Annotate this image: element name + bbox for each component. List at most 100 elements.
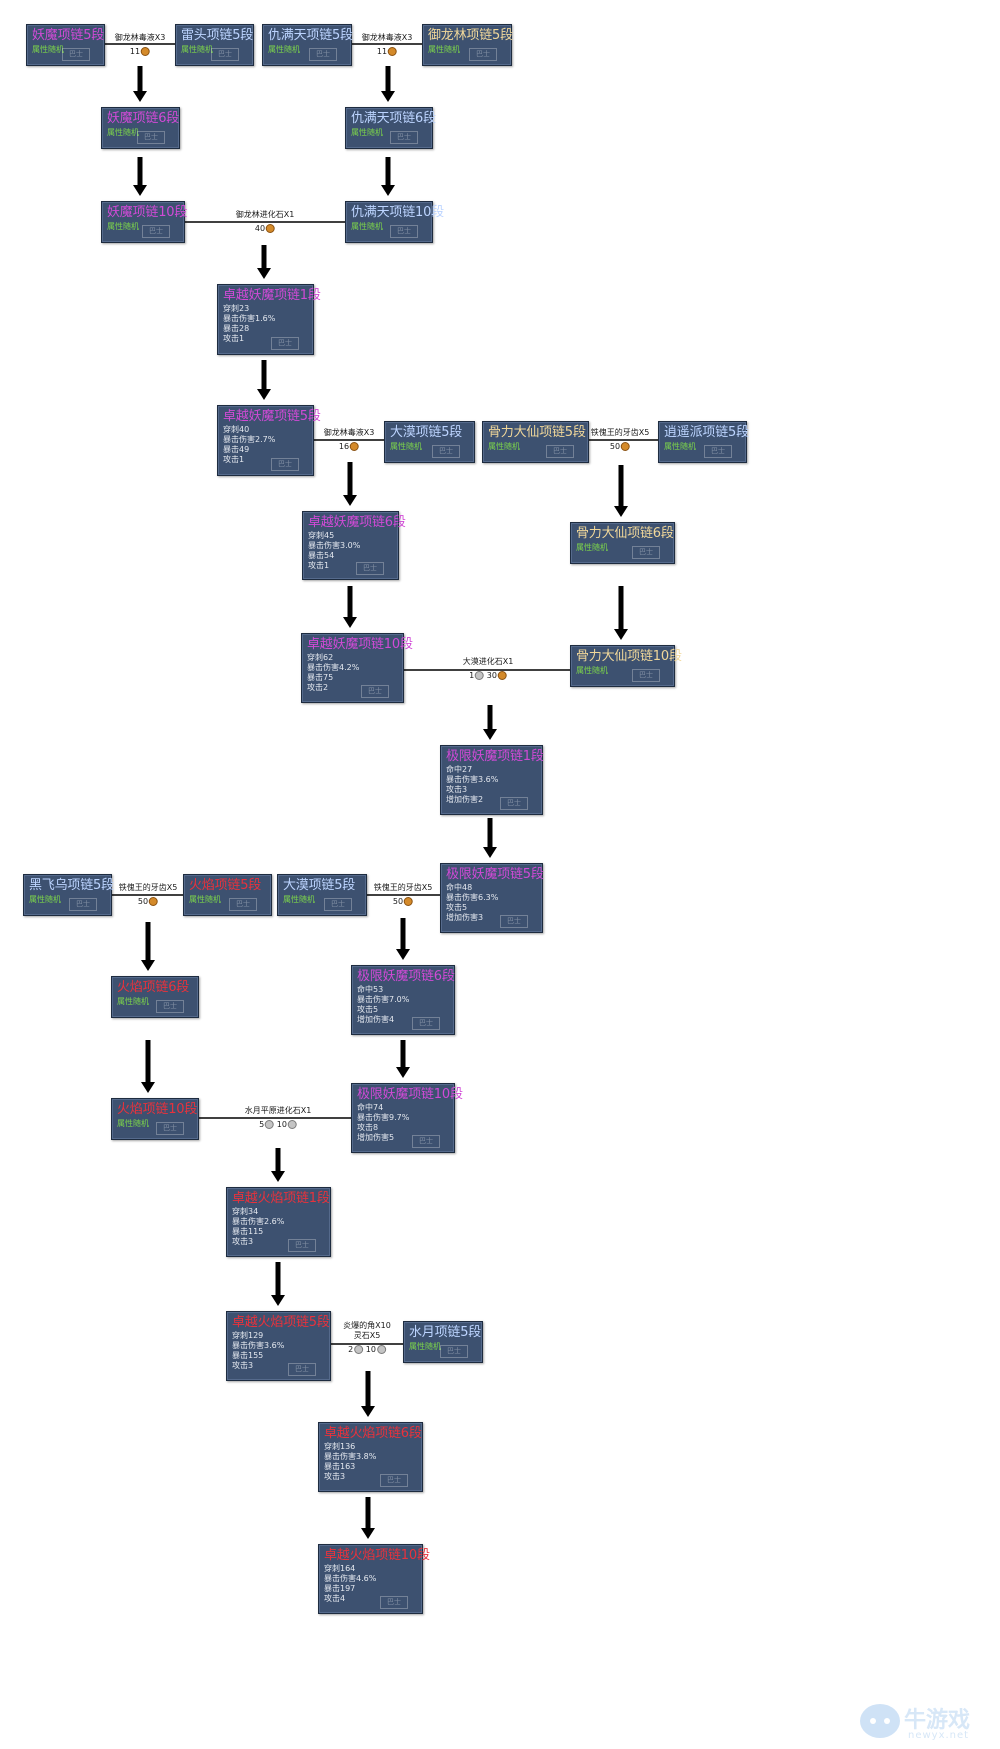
node-n5: 妖魔项链6段属性随机巴士 [101, 107, 180, 149]
node-attribute-note: 属性随机 [428, 45, 460, 54]
node-attribute-note: 属性随机 [117, 1119, 149, 1128]
node-attribute-note: 属性随机 [189, 895, 221, 904]
node-n1: 妖魔项链5段属性随机巴士 [26, 24, 105, 66]
node-title: 仇满天项链6段 [351, 111, 436, 126]
node-attribute-note: 属性随机 [351, 222, 383, 231]
node-n13: 逍遥派项链5段属性随机巴士 [658, 421, 749, 463]
gold-coin-icon [388, 47, 398, 56]
node-stat: 攻击5 [357, 1005, 379, 1014]
cost-value: 11 [376, 47, 388, 56]
cost-line: 40 [236, 224, 295, 234]
material-text: 御龙林毒液X3 [323, 428, 375, 437]
down-arrow-icon [483, 705, 497, 740]
node-stat: 增加伤害4 [357, 1015, 395, 1024]
node-attribute-note: 属性随机 [29, 895, 61, 904]
node-stat: 暴击28 [223, 324, 250, 333]
silver-coin-icon [354, 1345, 364, 1354]
material-text: 御龙林毒液X3 [114, 33, 166, 42]
node-stat: 命中48 [446, 883, 473, 892]
down-arrow-icon [257, 360, 271, 400]
cow-logo-icon [860, 1704, 900, 1738]
node-attribute-note: 属性随机 [576, 543, 608, 552]
seal-watermark-icon: 巴士 [142, 225, 170, 238]
node-title: 妖魔项链5段 [32, 28, 105, 43]
seal-watermark-icon: 巴士 [309, 48, 337, 61]
node-attribute-note: 属性随机 [117, 997, 149, 1006]
node-title: 卓越火焰项链1段 [232, 1191, 330, 1206]
node-attribute-note: 属性随机 [107, 222, 139, 231]
node-title: 火焰项链10段 [117, 1102, 198, 1117]
node-stat: 暴击伤害1.6% [223, 314, 276, 323]
gold-coin-icon [141, 47, 151, 56]
node-stat: 暴击伤害4.6% [324, 1574, 377, 1583]
cost-value-a: 2 [348, 1345, 354, 1354]
down-arrow-icon [133, 157, 147, 196]
watermark-url: newyx.net [908, 1730, 970, 1741]
node-stat: 暴击54 [308, 551, 335, 560]
node-title: 骨力大仙项链10段 [576, 649, 682, 664]
node-n12: 骨力大仙项链5段属性随机巴士 [482, 421, 589, 463]
seal-watermark-icon: 巴士 [271, 337, 299, 350]
down-arrow-icon [614, 465, 628, 517]
node-title: 雷头项链5段 [181, 28, 254, 43]
node-n7: 妖魔项链10段属性随机巴士 [101, 201, 187, 243]
cost-value-b: 10 [363, 1345, 376, 1354]
node-title: 水月项链5段 [409, 1325, 482, 1340]
node-n6: 仇满天项链6段属性随机巴士 [345, 107, 436, 149]
seal-watermark-icon: 巴士 [156, 1122, 184, 1135]
node-stat: 暴击163 [324, 1462, 356, 1471]
seal-watermark-icon: 巴士 [432, 445, 460, 458]
gold-coin-icon [149, 897, 159, 906]
node-stat: 攻击3 [232, 1361, 254, 1370]
node-n17: 骨力大仙项链10段属性随机巴士 [570, 645, 682, 687]
seal-watermark-icon: 巴士 [500, 915, 528, 928]
node-attribute-note: 属性随机 [351, 128, 383, 137]
node-stat: 攻击3 [232, 1237, 254, 1246]
node-title: 黑飞乌项链5段 [29, 878, 114, 893]
node-stat: 穿刺62 [307, 653, 334, 662]
node-title: 卓越妖魔项链6段 [308, 515, 406, 530]
seal-watermark-icon: 巴士 [271, 458, 299, 471]
seal-watermark-icon: 巴士 [390, 131, 418, 144]
node-stat: 暴击75 [307, 673, 334, 682]
node-stat: 穿刺34 [232, 1207, 259, 1216]
down-arrow-icon [361, 1497, 375, 1539]
node-title: 仇满天项链10段 [351, 205, 444, 220]
node-stat: 穿刺23 [223, 304, 250, 313]
seal-watermark-icon: 巴士 [137, 131, 165, 144]
material-text: 御龙林进化石X1 [235, 210, 295, 219]
node-title: 御龙林项链5段 [428, 28, 513, 43]
seal-watermark-icon: 巴士 [390, 225, 418, 238]
material-text: 炎爆的角X10 [343, 1321, 391, 1330]
node-attribute-note: 属性随机 [390, 442, 422, 451]
cost-line: 5 10 [245, 1120, 312, 1130]
node-title: 骨力大仙项链6段 [576, 526, 674, 541]
node-stat: 增加伤害5 [357, 1133, 395, 1142]
cost-value: 16 [338, 442, 350, 451]
down-arrow-icon [271, 1148, 285, 1182]
seal-watermark-icon: 巴士 [412, 1017, 440, 1030]
down-arrow-icon [614, 586, 628, 640]
node-title: 卓越妖魔项链1段 [223, 288, 321, 303]
node-title: 大漠项链5段 [283, 878, 356, 893]
gold-coin-icon [350, 442, 360, 451]
seal-watermark-icon: 巴士 [500, 797, 528, 810]
down-arrow-icon [361, 1371, 375, 1417]
cost-line: 16 [324, 442, 375, 452]
node-stat: 攻击5 [446, 903, 468, 912]
node-stat: 增加伤害3 [446, 913, 484, 922]
node-n20: 火焰项链5段属性随机巴士 [183, 874, 272, 916]
down-arrow-icon [271, 1262, 285, 1306]
node-stat: 暴击155 [232, 1351, 264, 1360]
cost-line: 1 30 [463, 671, 514, 681]
node-title: 卓越火焰项链5段 [232, 1315, 330, 1330]
silver-coin-icon [287, 1120, 297, 1129]
node-n4: 御龙林项链5段属性随机巴士 [422, 24, 513, 66]
material-text: 铁傀王的牙齿X5 [373, 883, 433, 892]
